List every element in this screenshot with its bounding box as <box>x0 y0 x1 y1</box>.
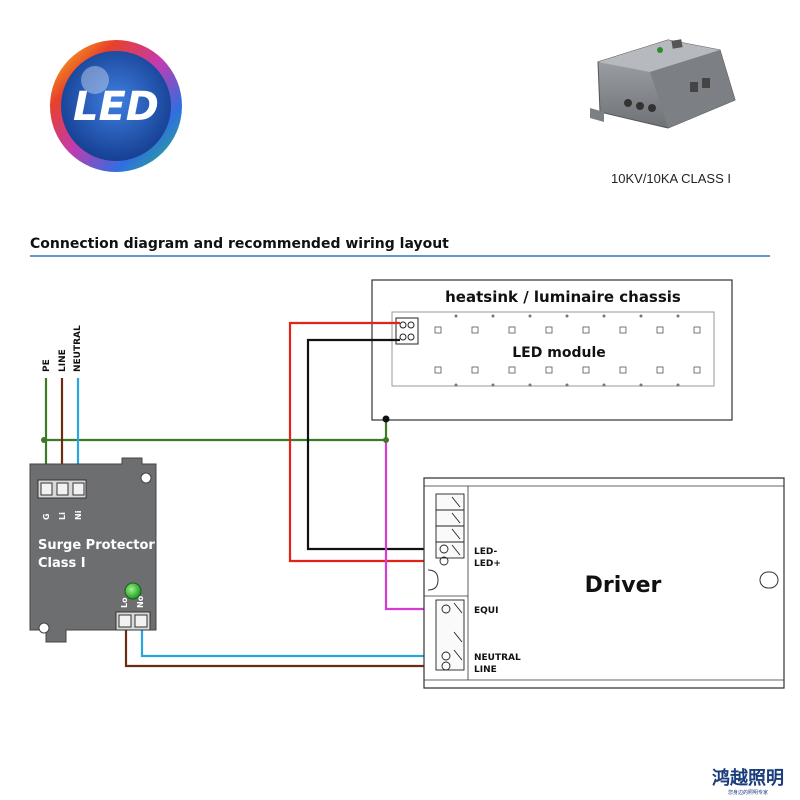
junction-dot <box>41 437 47 443</box>
led-chip <box>545 366 553 374</box>
pe-label: PE <box>42 359 52 372</box>
module-connector <box>395 317 419 345</box>
chassis-title: heatsink / luminaire chassis <box>445 288 681 306</box>
led-dot <box>639 314 643 318</box>
line-label: LINE <box>58 349 68 372</box>
led-chip <box>619 366 627 374</box>
driver-neutral: NEUTRAL <box>474 653 521 663</box>
led-chip <box>619 326 627 334</box>
sp-terminal-no: No <box>136 595 145 608</box>
luminaire-chassis: heatsink / luminaire chassis LED module <box>371 279 733 421</box>
sp-terminal-lo: Lo <box>120 597 129 608</box>
driver-line: LINE <box>474 665 497 675</box>
led-dot <box>565 314 569 318</box>
sp-input-terminal-labels: G Li Ni <box>42 510 83 520</box>
led-dot <box>676 314 680 318</box>
led-dot <box>676 383 680 387</box>
driver-led-minus: LED- <box>474 547 498 557</box>
module-label: LED module <box>512 345 605 361</box>
led-dot <box>602 314 606 318</box>
led-dot <box>491 383 495 387</box>
wire-led-minus <box>306 338 444 551</box>
wire-line-out <box>124 628 446 668</box>
sp-name-line1: Surge Protector <box>38 538 155 553</box>
driver-terminals-output <box>435 493 465 566</box>
led-chip <box>508 366 516 374</box>
led-dot <box>528 314 532 318</box>
surge-protector: G Li Ni Surge Protector Class I Lo No <box>29 457 157 643</box>
led-logo: LED <box>50 40 182 172</box>
led-chip <box>508 326 516 334</box>
wire-led-plus <box>288 321 444 563</box>
led-dot <box>639 383 643 387</box>
led-chip-grid <box>434 314 701 387</box>
driver: Driver LED- LED+ EQUI NEUTRAL LINE <box>423 477 785 689</box>
led-dot <box>454 314 458 318</box>
spec-label: 10KV/10KA CLASS I <box>611 171 731 186</box>
led-chip <box>656 326 664 334</box>
sp-terminal-ni: Ni <box>74 510 83 520</box>
sp-terminal-g: G <box>42 513 51 520</box>
led-chip <box>582 326 590 334</box>
led-dot <box>454 383 458 387</box>
sp-terminal-li: Li <box>58 512 67 520</box>
neutral-label: NEUTRAL <box>73 325 83 372</box>
section-title: Connection diagram and recommended wirin… <box>30 236 449 252</box>
led-chip <box>656 366 664 374</box>
led-chip <box>545 326 553 334</box>
led-chip <box>434 366 442 374</box>
sp-name-line2: Class I <box>38 556 86 571</box>
supply-labels: PE LINE NEUTRAL <box>42 325 83 372</box>
brand-name: 鸿越照明 <box>712 767 784 789</box>
product-photo: 10KV/10KA CLASS I <box>590 39 736 186</box>
led-chip <box>434 326 442 334</box>
led-chip <box>471 326 479 334</box>
driver-led-plus: LED+ <box>474 559 501 569</box>
chassis-ground-point <box>382 415 390 423</box>
led-dot <box>602 383 606 387</box>
led-chip <box>471 366 479 374</box>
wire-neutral-out <box>140 628 446 658</box>
junction-dot <box>383 437 389 443</box>
led-chip <box>693 366 701 374</box>
driver-equi: EQUI <box>474 606 498 616</box>
logo-text: LED <box>73 84 159 130</box>
wire-pe-bond <box>44 419 388 442</box>
brand-watermark: 鸿越照明 您身边的照明专家 <box>712 767 784 796</box>
led-dot <box>565 383 569 387</box>
led-chip <box>582 366 590 374</box>
brand-slogan: 您身边的照明专家 <box>728 789 768 796</box>
driver-name: Driver <box>585 573 662 598</box>
led-dot <box>491 314 495 318</box>
led-dot <box>528 383 532 387</box>
status-led-icon <box>124 582 142 600</box>
driver-terminals-input <box>435 599 465 671</box>
led-chip <box>693 326 701 334</box>
